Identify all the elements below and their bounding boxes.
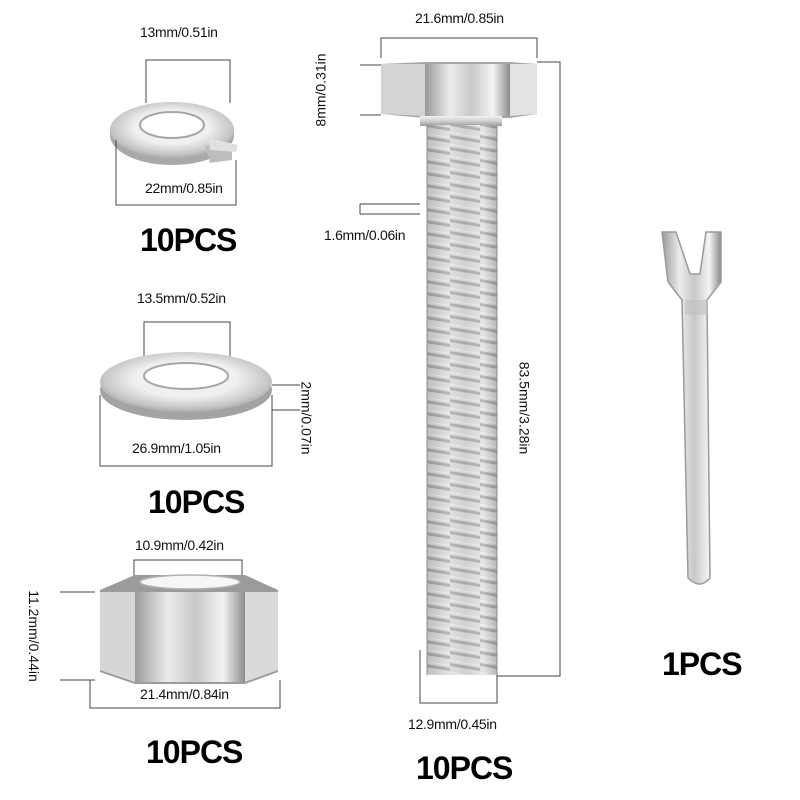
wrench-quantity: 1PCS: [662, 646, 743, 682]
spring-washer-outer-diameter: 22mm/0.85in: [145, 180, 223, 196]
hex-nut-graphic: [60, 559, 281, 709]
hex-nut-quantity: 10PCS: [146, 734, 243, 770]
spring-washer-graphic: [110, 59, 238, 206]
bolt-head-width: 21.6mm/0.85in: [415, 10, 504, 26]
bolt-shank-diameter: 12.9mm/0.45in: [408, 716, 497, 732]
flat-washer-graphic: [99, 321, 300, 467]
bolt-length: 83.5mm/3.28in: [516, 361, 533, 455]
bolt-quantity: 10PCS: [416, 750, 513, 786]
bolt-thread-pitch: 1.6mm/0.06in: [324, 227, 406, 243]
bolt-head-height: 8mm/0.31in: [312, 53, 329, 127]
flat-washer-inner-diameter: 13.5mm/0.52in: [137, 290, 226, 306]
hex-nut-inner-diameter: 10.9mm/0.42in: [135, 537, 224, 553]
hex-nut-width: 21.4mm/0.84in: [140, 686, 229, 702]
flat-washer-quantity: 10PCS: [148, 484, 245, 520]
flat-washer-outer-diameter: 26.9mm/1.05in: [132, 440, 221, 456]
spring-washer-inner-diameter: 13mm/0.51in: [140, 24, 218, 40]
wrench-graphic: [661, 231, 722, 585]
hex-nut-height: 11.2mm/0.44in: [25, 590, 42, 682]
flat-washer-thickness: 2mm/0.07in: [298, 381, 315, 455]
spring-washer-quantity: 10PCS: [140, 222, 237, 258]
hex-bolt-graphic: [359, 37, 561, 704]
